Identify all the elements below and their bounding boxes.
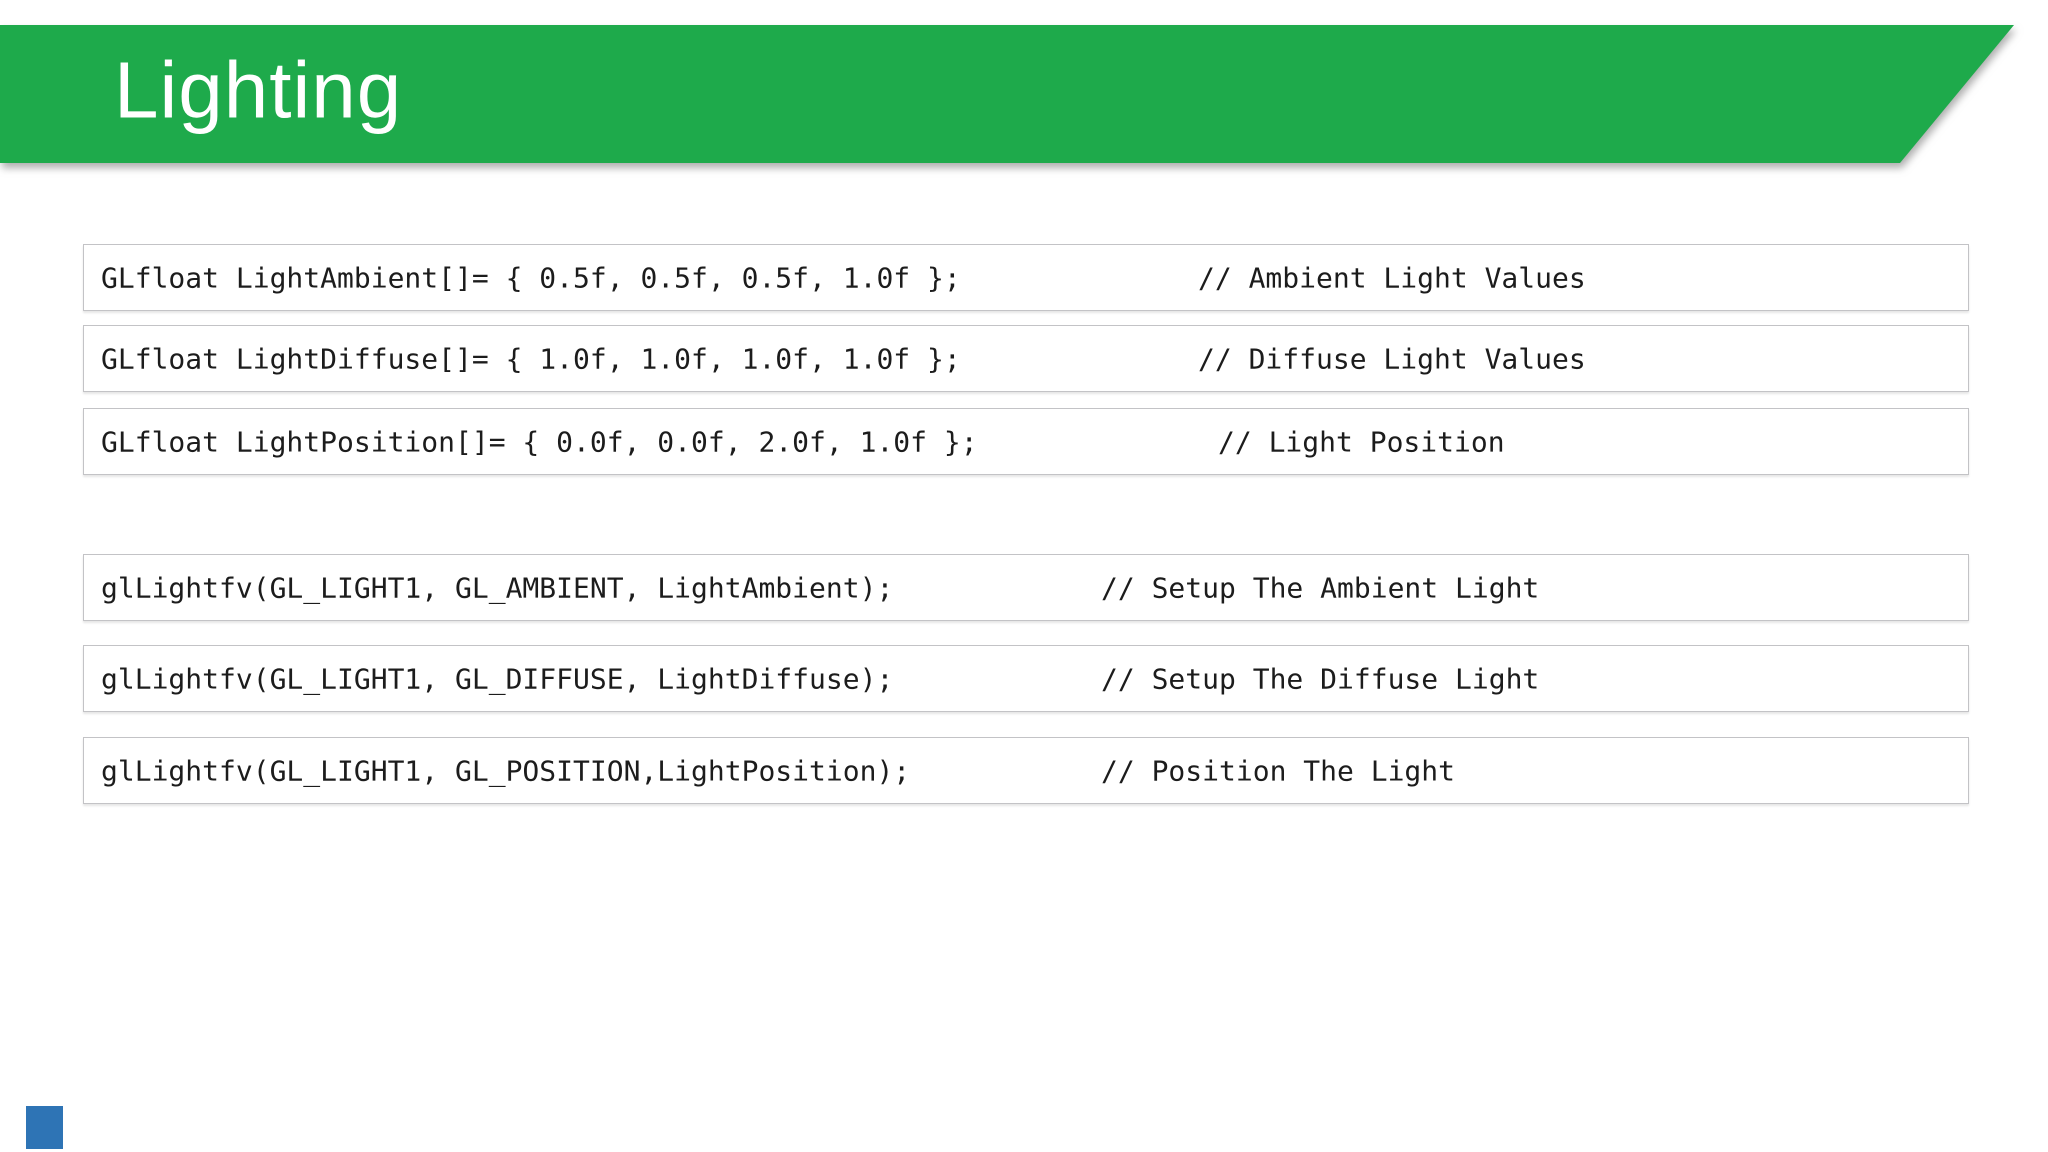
title-banner-wrap: Lighting [0, 25, 2014, 163]
code-comment: // Setup The Diffuse Light [1101, 662, 1540, 695]
code-box-setup-diffuse-light: glLightfv(GL_LIGHT1, GL_DIFFUSE, LightDi… [83, 645, 1969, 712]
code-text: GLfloat LightDiffuse[]= { 1.0f, 1.0f, 1.… [101, 342, 961, 375]
code-comment: // Position The Light [1101, 754, 1456, 787]
code-comment: // Ambient Light Values [1198, 261, 1586, 294]
code-text: glLightfv(GL_LIGHT1, GL_POSITION,LightPo… [101, 754, 911, 787]
code-box-light-position-declaration: GLfloat LightPosition[]= { 0.0f, 0.0f, 2… [83, 408, 1969, 475]
code-comment: // Setup The Ambient Light [1101, 571, 1540, 604]
title-banner: Lighting [0, 25, 2014, 163]
code-text: GLfloat LightPosition[]= { 0.0f, 0.0f, 2… [101, 425, 978, 458]
slide-title: Lighting [114, 45, 403, 135]
code-text: GLfloat LightAmbient[]= { 0.5f, 0.5f, 0.… [101, 261, 961, 294]
code-box-setup-ambient-light: glLightfv(GL_LIGHT1, GL_AMBIENT, LightAm… [83, 554, 1969, 621]
code-box-light-diffuse-declaration: GLfloat LightDiffuse[]= { 1.0f, 1.0f, 1.… [83, 325, 1969, 392]
code-text: glLightfv(GL_LIGHT1, GL_DIFFUSE, LightDi… [101, 662, 894, 695]
code-box-position-the-light: glLightfv(GL_LIGHT1, GL_POSITION,LightPo… [83, 737, 1969, 804]
code-text: glLightfv(GL_LIGHT1, GL_AMBIENT, LightAm… [101, 571, 894, 604]
code-comment: // Diffuse Light Values [1198, 342, 1586, 375]
code-comment: // Light Position [1218, 425, 1505, 458]
bottom-left-accent-square [26, 1106, 63, 1149]
code-box-light-ambient-declaration: GLfloat LightAmbient[]= { 0.5f, 0.5f, 0.… [83, 244, 1969, 311]
